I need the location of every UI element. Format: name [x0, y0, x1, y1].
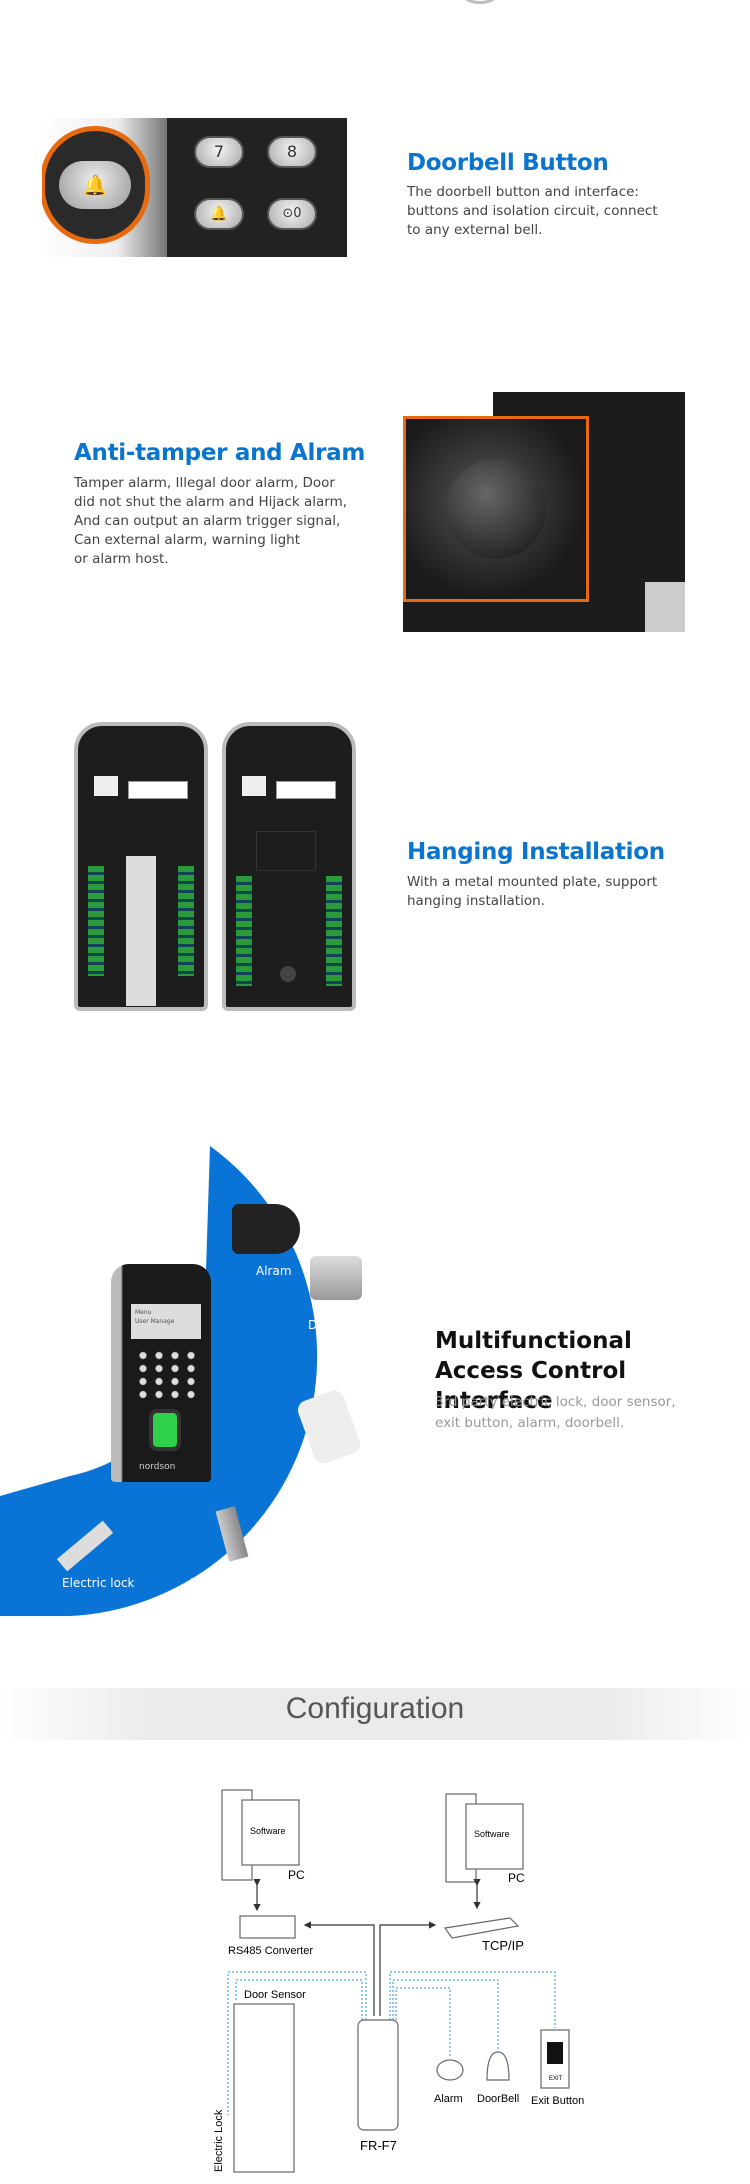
monitor-left: [241, 1799, 300, 1866]
tamper-switch-photo: [403, 392, 685, 632]
back-panel-photo-2: [222, 722, 356, 1011]
fingerprint-sensor-icon: [149, 1409, 181, 1451]
converter-label: RS485 Converter: [228, 1945, 313, 1957]
alarm-siren-icon: [232, 1204, 300, 1254]
desc-line: And can output an alarm trigger signal,: [74, 513, 341, 529]
key-8: 8: [267, 136, 317, 168]
door-icon: [233, 2003, 295, 2173]
fingerprint-terminal: Menu User Manage nordson: [111, 1264, 211, 1482]
peripheral-label: Doorbell: [287, 1476, 338, 1490]
alarm-label: Alarm: [434, 2093, 463, 2105]
door-sensor-label: Door Sensor: [244, 1989, 306, 2001]
doorbell-bell-icon: [486, 2051, 510, 2081]
tamper-knob: [446, 459, 546, 559]
desc-line: With a metal mounted plate, support: [407, 874, 658, 890]
peripheral-label: Electric lock: [62, 1576, 135, 1590]
keypad: [135, 1349, 201, 1403]
bell-icon: 🔔: [59, 161, 131, 209]
rs485-converter-icon: [239, 1915, 296, 1939]
pc-label-right: PC: [508, 1871, 525, 1885]
monitor-right: [465, 1803, 524, 1870]
software-label-left: Software: [250, 1826, 286, 1836]
configuration-header: Configuration: [0, 1688, 750, 1740]
screen-line: User Manage: [135, 1318, 175, 1325]
peripheral-label: Door sensor: [308, 1318, 381, 1332]
desc-line: did not shut the alarm and Hijack alarm,: [74, 494, 348, 510]
configuration-diagram: Software Software PC PC RS485 Converter …: [213, 1789, 584, 2173]
desc-line: buttons and isolation circuit, connect: [407, 203, 658, 219]
peripherals-arc: Alram Door sensor Doorbell Exit button E…: [0, 1146, 400, 1616]
doorbell-title: Doorbell Button: [407, 150, 609, 176]
screen-line: Menu: [135, 1309, 152, 1316]
doorbell-label: DoorBell: [477, 2093, 519, 2105]
device-label: FR-F7: [360, 2138, 397, 2153]
desc-line: Tamper alarm, Illegal door alarm, Door: [74, 475, 335, 491]
doorbell-photo: 🔔 7 8 🔔 ⊙0: [42, 118, 347, 257]
tamper-title: Anti-tamper and Alram: [74, 440, 366, 466]
alarm-icon: [436, 2059, 464, 2081]
configuration-title: Configuration: [285, 1692, 465, 1725]
desc-line: to any external bell.: [407, 222, 543, 238]
key-0: ⊙0: [267, 198, 317, 230]
interface-description: 3rd party electric lock, door sensor, ex…: [435, 1392, 676, 1434]
blue-arc-shape: [0, 1146, 318, 1616]
desc-line: Can external alarm, warning light: [74, 532, 300, 548]
interface-title-line1: Multifunctional: [435, 1328, 632, 1354]
desc-line: exit button, alarm, doorbell.: [435, 1415, 625, 1431]
tcpip-label: TCP/IP: [482, 1938, 524, 1953]
peripheral-label: Exit button: [190, 1576, 257, 1590]
device-brand: nordson: [139, 1462, 176, 1472]
exit-button-label: Exit Button: [531, 2095, 584, 2107]
decorative-arc: [450, 0, 510, 4]
tamper-description: Tamper alarm, Illegal door alarm, Door d…: [74, 474, 347, 569]
door-sensor-icon: [310, 1256, 362, 1300]
peripheral-label: Alram: [256, 1264, 292, 1278]
key-7: 7: [194, 136, 244, 168]
electric-lock-label: Electric Lock: [213, 2109, 225, 2172]
fr-f7-device-icon: [357, 2019, 399, 2131]
interface-title-line2: Access Control Interface: [435, 1358, 627, 1414]
desc-line: or alarm host.: [74, 551, 169, 567]
back-panel-photo-1: [74, 722, 208, 1011]
device-screen: Menu User Manage: [131, 1304, 201, 1339]
desc-line: 3rd party electric lock, door sensor,: [435, 1394, 676, 1410]
pc-label-left: PC: [288, 1868, 305, 1882]
switch-icon: [443, 1917, 520, 1939]
bell-key-icon: 🔔: [194, 198, 244, 230]
hanging-description: With a metal mounted plate, support hang…: [407, 873, 657, 911]
hanging-title: Hanging Installation: [407, 839, 665, 865]
software-label-right: Software: [474, 1829, 510, 1839]
doorbell-key-closeup: 🔔: [42, 126, 150, 244]
desc-line: hanging installation.: [407, 893, 545, 909]
doorbell-description: The doorbell button and interface: butto…: [407, 183, 658, 240]
exit-sign-label: EXIT: [549, 2076, 563, 2082]
desc-line: The doorbell button and interface:: [407, 184, 639, 200]
